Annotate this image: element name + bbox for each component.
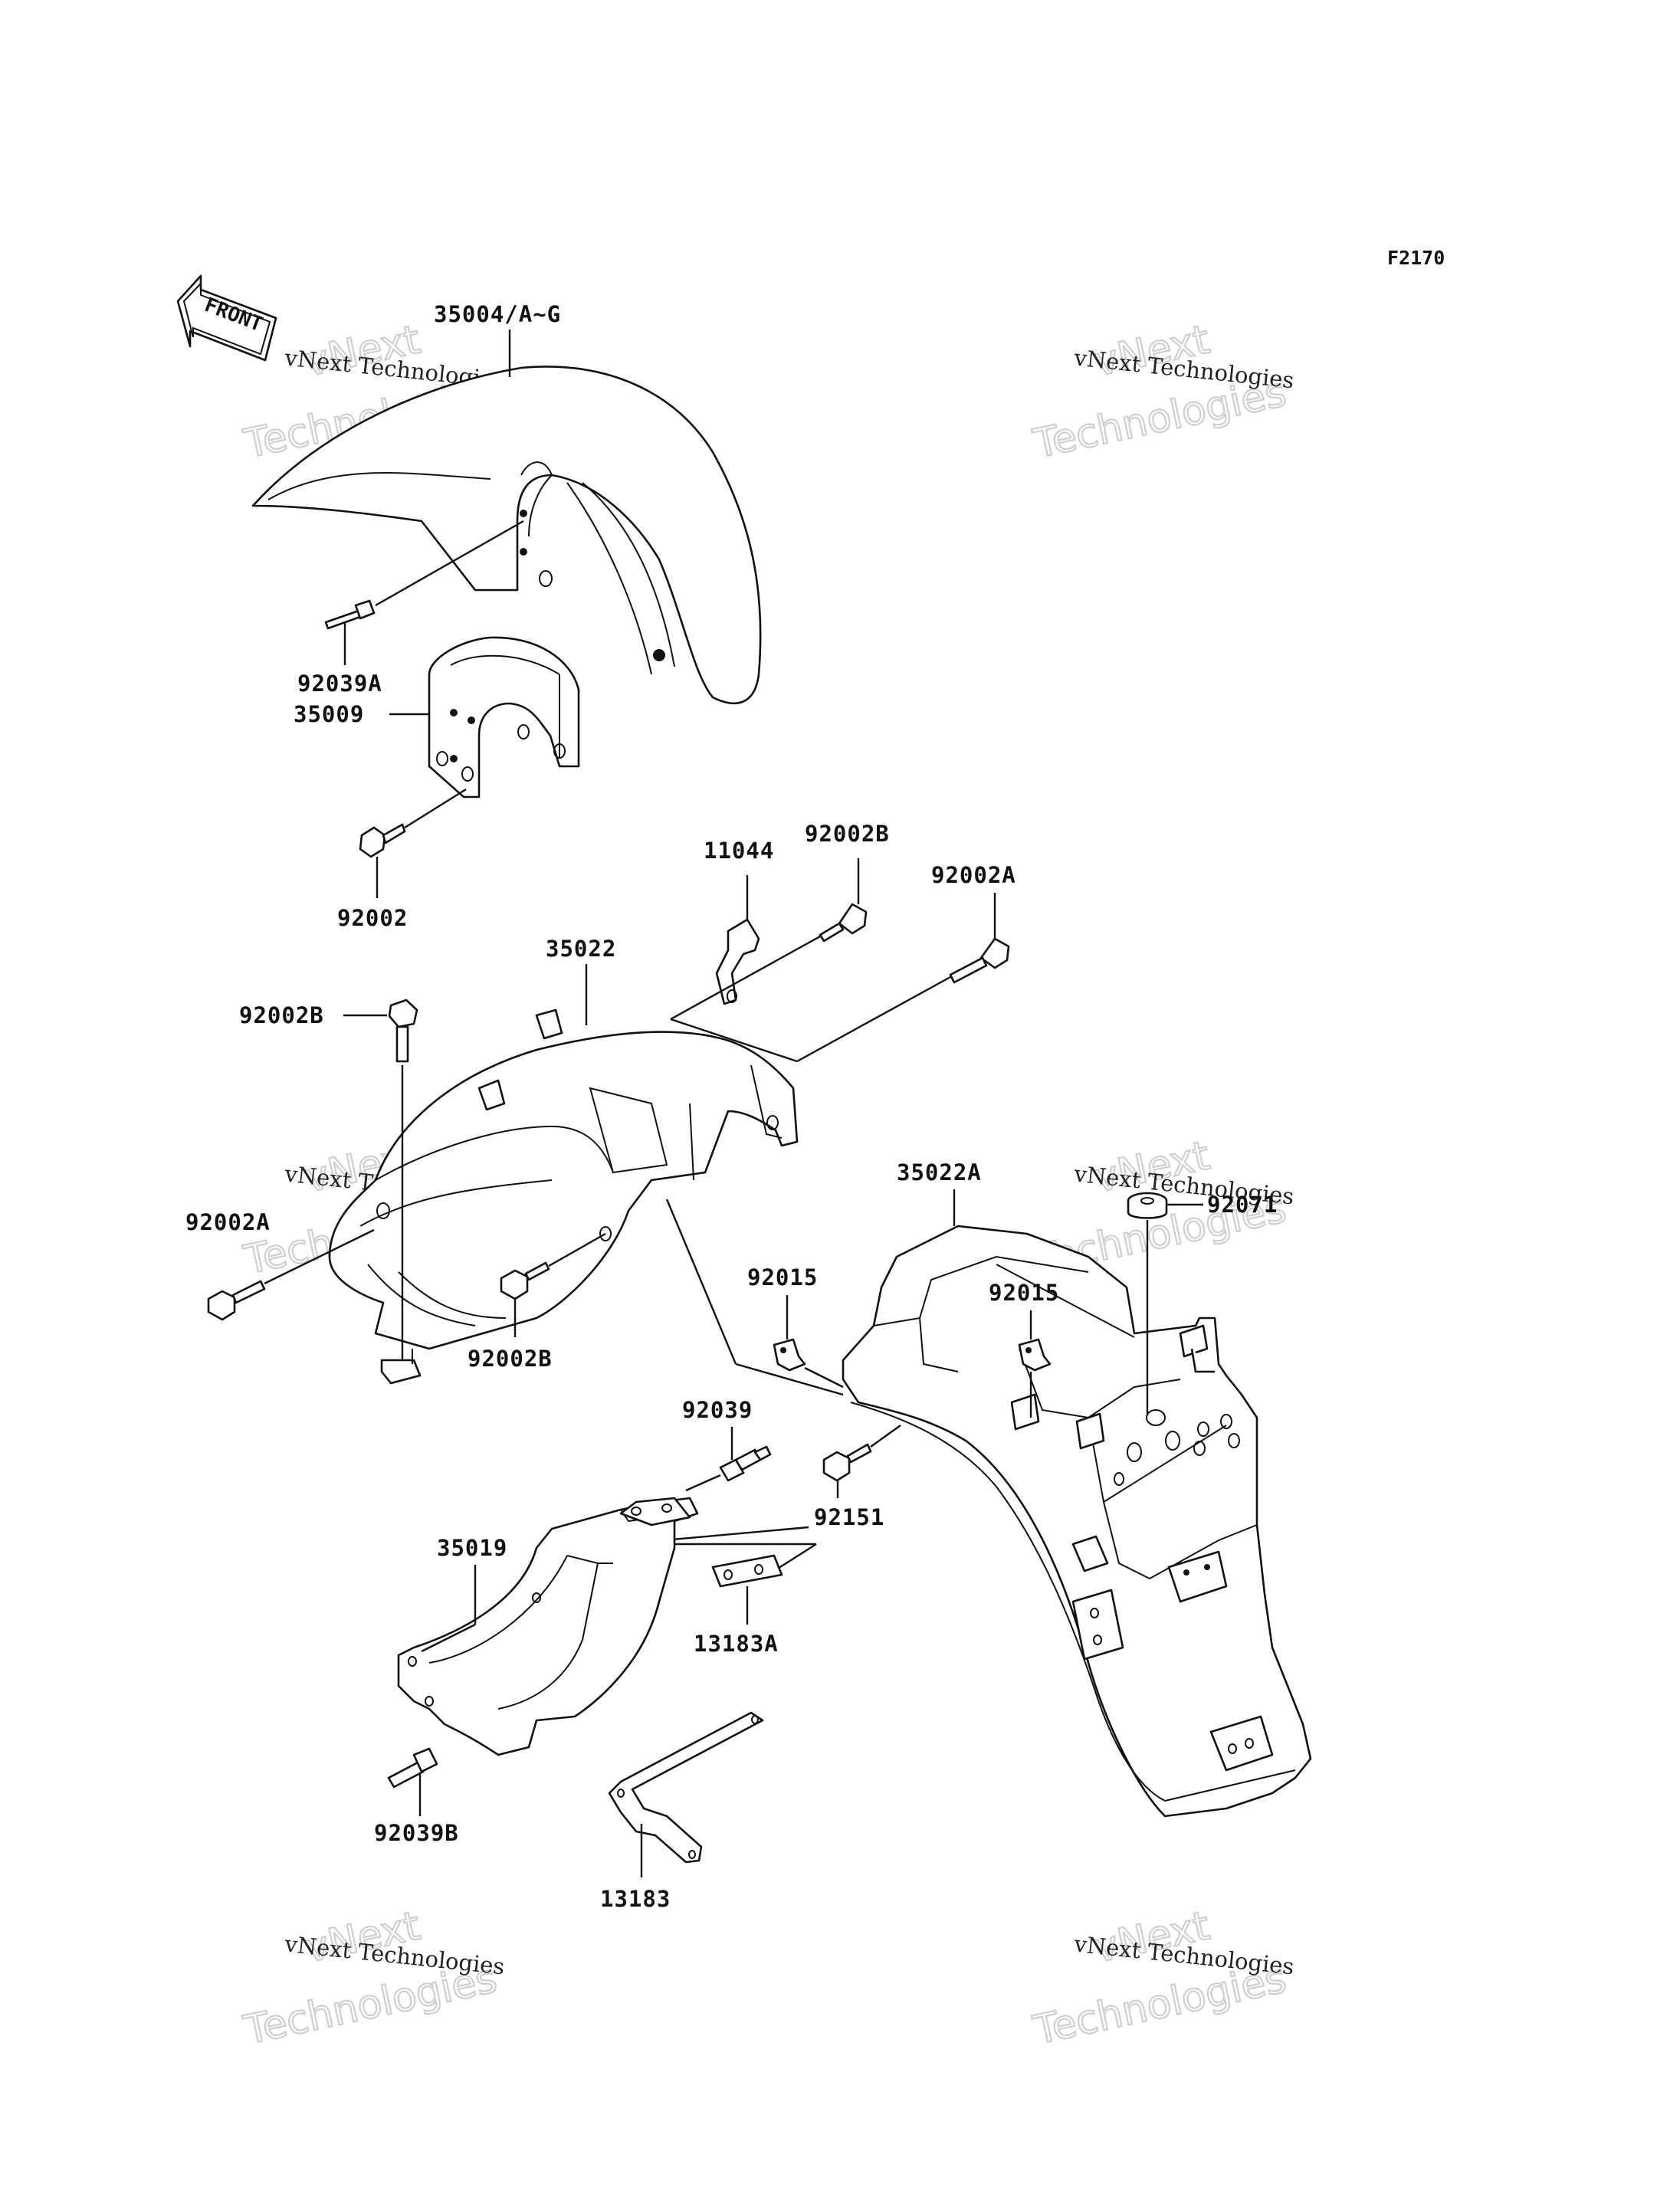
part-label-13183: 13183	[600, 1886, 671, 1912]
part-label-92002B-left: 92002B	[239, 1002, 324, 1028]
part-label-92039A: 92039A	[297, 671, 382, 697]
part-label-92039B: 92039B	[374, 1820, 459, 1846]
bolt-92039A	[324, 599, 376, 630]
front-fender	[251, 366, 762, 704]
bolt-92151	[822, 1443, 872, 1482]
part-label-35019: 35019	[437, 1535, 507, 1561]
watermark: vNext Technologies vNext Technologies	[1029, 316, 1295, 468]
part-label-92002A-right: 92002A	[931, 862, 1016, 888]
bracket-13183	[608, 1711, 764, 1864]
clip-92015-a	[773, 1338, 806, 1372]
plate-13183A	[711, 1554, 783, 1588]
part-label-92002A-left: 92002A	[185, 1209, 271, 1235]
bolt-92002A-right	[949, 937, 1010, 984]
part-label-92015-a: 92015	[747, 1264, 818, 1290]
bolt-92002	[359, 823, 406, 858]
front-arrow-icon: FRONT	[176, 274, 277, 362]
pin-92039B	[387, 1747, 438, 1789]
bolt-92002B-mid	[500, 1261, 550, 1300]
bracket-11044	[715, 918, 760, 1005]
rear-fender-35022A	[842, 1225, 1312, 1818]
bolt-92002A-left	[207, 1280, 266, 1321]
part-label-35004: 35004/A~G	[434, 301, 561, 327]
part-label-35009: 35009	[294, 701, 364, 727]
part-label-92071: 92071	[1207, 1192, 1278, 1218]
figure-code: F2170	[1387, 247, 1445, 269]
part-label-92151: 92151	[814, 1504, 884, 1530]
heat-guard-35019	[397, 1497, 699, 1756]
watermark: vNext Technologies vNext Technologies	[239, 1902, 506, 2054]
pin-92039	[719, 1445, 772, 1482]
part-label-92015-b: 92015	[989, 1280, 1059, 1306]
grommet-92071	[1127, 1192, 1168, 1219]
part-label-35022: 35022	[546, 936, 616, 962]
part-label-92002: 92002	[337, 905, 408, 931]
fender-brace-35009	[428, 636, 580, 798]
bolt-92002B-top	[819, 903, 868, 943]
part-label-92039: 92039	[682, 1397, 753, 1423]
bolt-92002B-left	[388, 998, 418, 1063]
part-label-11044: 11044	[704, 838, 774, 864]
part-label-13183A: 13183A	[694, 1631, 779, 1657]
clip-92015-b	[1018, 1338, 1052, 1372]
part-label-35022A: 35022A	[897, 1159, 982, 1185]
watermark: vNext Technologies vNext Technologies	[1029, 1902, 1295, 2054]
part-label-92002B-top: 92002B	[805, 821, 890, 847]
part-label-92002B-mid: 92002B	[468, 1346, 553, 1372]
rear-inner-fender-35022	[328, 1008, 799, 1385]
